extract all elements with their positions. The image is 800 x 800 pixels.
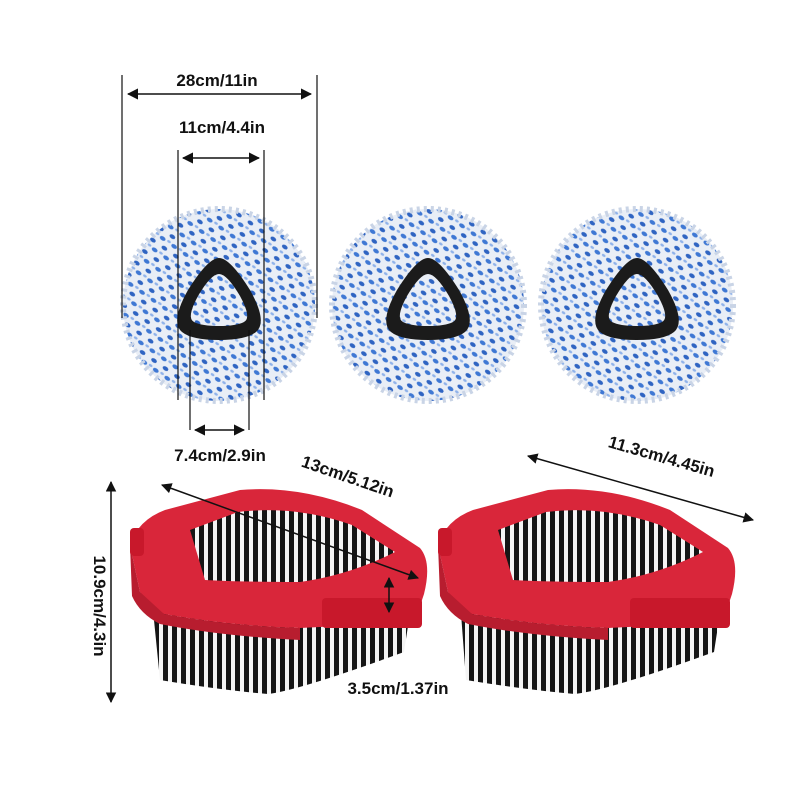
- brush-frame-dimension-label: 3.5cm/1.37in: [347, 679, 448, 698]
- pad-outer-dimension-label: 28cm/11in: [176, 71, 257, 90]
- brush-dimension-lines: [105, 453, 755, 704]
- brush-diagonal-dimension-label: 13cm/5.12in: [299, 452, 396, 501]
- pad-dimension-lines: [121, 75, 318, 436]
- scrub-brush-2: [438, 489, 736, 694]
- mop-pad-1: [120, 206, 318, 404]
- brush-width-dimension-label: 11.3cm/4.45in: [606, 432, 717, 480]
- scrub-brush-1: [130, 489, 428, 694]
- pad-inner-dimension-label: 7.4cm/2.9in: [174, 446, 266, 465]
- brush-height-dimension-label: 10.9cm/4.3in: [90, 555, 109, 656]
- pad-middle-dimension-label: 11cm/4.4in: [179, 118, 265, 137]
- mop-pad-3: [538, 206, 736, 404]
- mop-pad-2: [329, 206, 527, 404]
